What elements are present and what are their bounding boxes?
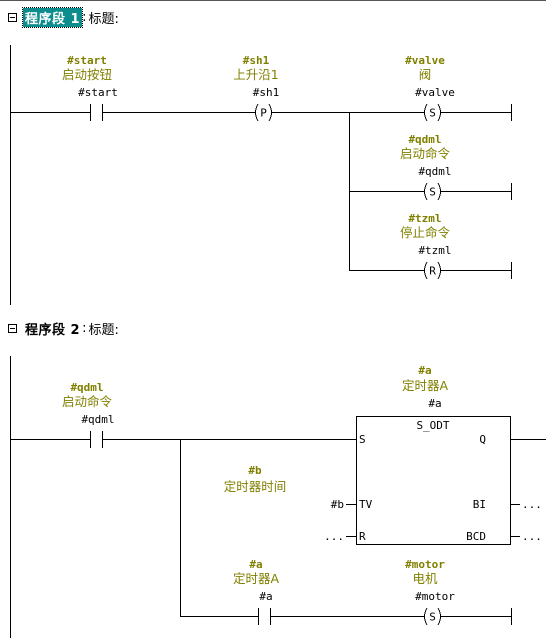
coil-qdml-symbol: #qdml xyxy=(408,133,441,146)
coil-qdml[interactable]: #qdml 启动命令 #qdml S xyxy=(400,133,452,201)
timer-pin-q: Q xyxy=(479,433,486,446)
coil-tzml-comment: 停止命令 xyxy=(400,225,451,240)
timer-s-odt[interactable]: #a 定时器A #a S_ODT S Q TV BI R BCD #b 定时器时… xyxy=(224,364,542,545)
network-2-title[interactable]: 标题: xyxy=(88,322,119,338)
timer-bi-value[interactable]: ... xyxy=(522,498,542,511)
coil-tzml-letter: R xyxy=(429,265,436,278)
timer-pin-s: S xyxy=(359,433,366,446)
coil-sh1-comment: 上升沿1 xyxy=(233,67,278,82)
contact-a-symbol: #a xyxy=(249,558,262,571)
coil-motor[interactable]: #motor 电机 #motor S xyxy=(405,558,455,626)
coil-valve[interactable]: #valve 阀 #valve S xyxy=(405,54,455,122)
contact-start-symbol: #start xyxy=(67,54,107,67)
timer-operand[interactable]: #a xyxy=(428,397,441,410)
contact-start[interactable]: #start 启动按钮 #start xyxy=(62,54,118,121)
timer-pin-bi: BI xyxy=(473,498,486,511)
coil-tzml-symbol: #tzml xyxy=(408,212,441,225)
timer-box[interactable] xyxy=(356,416,511,545)
coil-valve-symbol: #valve xyxy=(405,54,445,67)
coil-sh1-letter: P xyxy=(260,107,267,120)
contact-start-operand[interactable]: #start xyxy=(78,86,118,99)
timer-pin-bcd: BCD xyxy=(466,530,486,543)
contact-a-comment: 定时器A xyxy=(233,571,280,586)
coil-valve-operand[interactable]: #valve xyxy=(415,86,455,99)
coil-qdml-operand[interactable]: #qdml xyxy=(418,165,451,178)
coil-valve-letter: S xyxy=(429,107,436,120)
contact-qdml-symbol: #qdml xyxy=(70,381,103,394)
coil-motor-letter: S xyxy=(429,611,436,624)
contact-qdml-comment: 启动命令 xyxy=(62,394,113,409)
coil-sh1-symbol: #sh1 xyxy=(243,54,270,67)
coil-motor-operand[interactable]: #motor xyxy=(415,590,455,603)
contact-a-operand[interactable]: #a xyxy=(259,590,272,603)
network-2-header[interactable]: 程序段 2 : 标题: xyxy=(8,319,119,338)
network-1-colon: : xyxy=(82,9,87,25)
timer-bcd-value[interactable]: ... xyxy=(522,530,542,543)
timer-comment: 定时器A xyxy=(402,378,449,393)
coil-sh1[interactable]: #sh1 上升沿1 #sh1 P xyxy=(233,54,280,122)
network-2-name[interactable]: 程序段 2 xyxy=(25,322,81,338)
coil-motor-comment: 电机 xyxy=(412,571,438,586)
timer-type: S_ODT xyxy=(416,419,449,432)
contact-a[interactable]: #a 定时器A #a xyxy=(233,558,280,625)
timer-tv-comment: 定时器时间 xyxy=(224,479,287,494)
coil-tzml-operand[interactable]: #tzml xyxy=(418,244,451,257)
collapse-icon[interactable] xyxy=(8,323,17,333)
contact-start-comment: 启动按钮 xyxy=(62,67,112,82)
network-1-name[interactable]: 程序段 1 xyxy=(21,6,84,28)
timer-symbol: #a xyxy=(418,364,431,377)
coil-motor-symbol: #motor xyxy=(405,558,445,571)
top-border xyxy=(0,0,546,1)
coil-sh1-operand[interactable]: #sh1 xyxy=(253,86,280,99)
network-1-header[interactable]: 程序段 1 : 标题: xyxy=(8,6,119,28)
contact-qdml[interactable]: #qdml 启动命令 #qdml xyxy=(62,381,115,448)
coil-qdml-comment: 启动命令 xyxy=(400,146,451,161)
collapse-icon[interactable] xyxy=(8,12,17,22)
contact-qdml-operand[interactable]: #qdml xyxy=(81,413,114,426)
timer-pin-tv: TV xyxy=(359,498,373,511)
timer-tv-symbol: #b xyxy=(248,464,262,477)
timer-pin-r: R xyxy=(359,530,366,543)
network-2-colon: : xyxy=(82,320,87,336)
timer-r-value[interactable]: ... xyxy=(324,530,344,543)
timer-tv-operand[interactable]: #b xyxy=(331,498,344,511)
coil-tzml[interactable]: #tzml 停止命令 #tzml R xyxy=(400,212,452,280)
network-1-title[interactable]: 标题: xyxy=(88,11,119,27)
coil-valve-comment: 阀 xyxy=(419,67,432,82)
coil-qdml-letter: S xyxy=(429,186,436,199)
